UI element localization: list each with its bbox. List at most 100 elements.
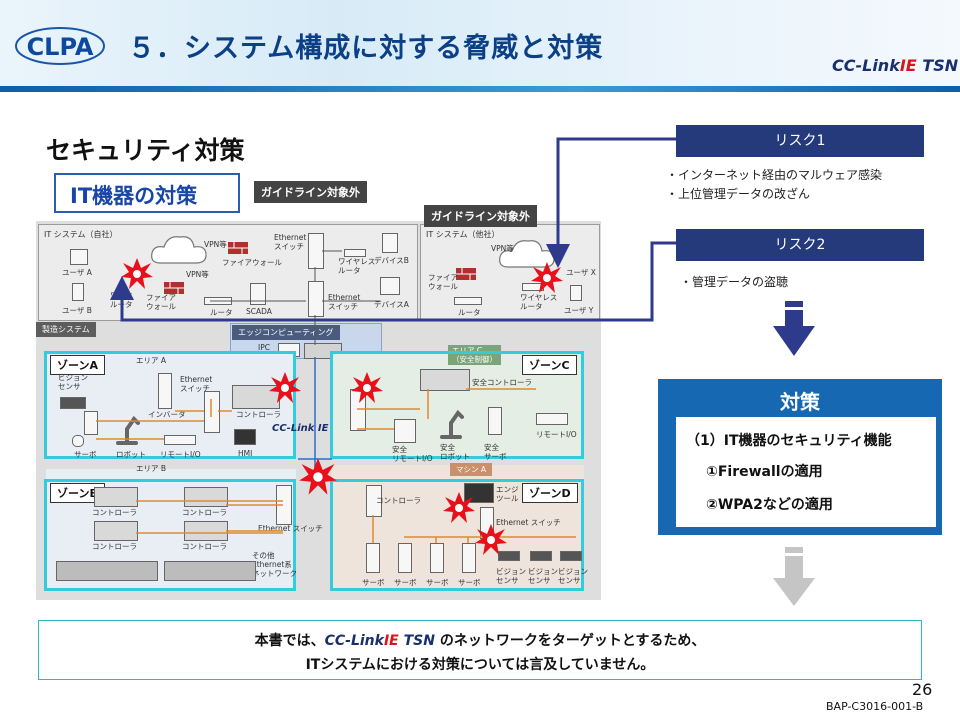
controller-icon — [232, 385, 280, 409]
document-id: BAP-C3016-001-B — [826, 700, 924, 713]
risk-2-item: ・管理データの盗聴 — [680, 275, 789, 289]
safety-remote-io-icon — [394, 419, 416, 443]
remote-io-icon — [536, 413, 568, 425]
zone-d-label: ゾーンD — [522, 483, 578, 503]
servo-icon — [366, 543, 380, 573]
clpa-logo: CLPA — [15, 27, 105, 65]
ethernet-switch-label: Ethernet スイッチ — [496, 518, 561, 527]
remote-io-label: リモートI/O — [536, 430, 577, 439]
inverter-label: インバータ — [148, 410, 186, 419]
inverter-icon — [158, 373, 172, 409]
safety-controller-icon — [420, 369, 470, 391]
diagram-cc-link-logo: CC-Link IE TSN — [272, 423, 355, 434]
risk-2-header: リスク2 — [676, 229, 924, 261]
hmi-label: HMI — [238, 449, 253, 458]
threat-burst-icon — [475, 524, 507, 555]
wireless-router-label: ワイヤレス ルータ — [520, 293, 558, 311]
scope-note-line-1: 本書では、CC-LinkIE TSN のネットワークをターゲットとするため、 — [38, 630, 922, 650]
router-icon — [454, 297, 482, 305]
controller-label: コントローラ — [92, 542, 137, 551]
firewall-label: ファイアウォール — [222, 258, 282, 267]
countermeasure-item: （1）IT機器のセキュリティ機能 — [686, 433, 892, 449]
ethernet-switch-icon — [308, 281, 324, 317]
servo-icon — [398, 543, 412, 573]
zone-c-label: ゾーンC — [522, 355, 577, 375]
servo-label: サーボ — [458, 578, 481, 587]
countermeasure-item: ①Firewallの適用 — [706, 464, 823, 480]
countermeasure-title: 対策 — [780, 390, 820, 414]
device-b-icon — [382, 233, 398, 253]
zone-a — [44, 351, 296, 459]
safety-remote-io-label: 安全 リモートI/O — [392, 445, 433, 463]
note-logo-left: CC-Link — [324, 633, 384, 649]
it-measure-box — [54, 173, 240, 213]
note-suffix: のネットワークをターゲットとするため、 — [434, 633, 706, 649]
threat-burst-icon — [299, 458, 337, 495]
zone-d — [330, 479, 584, 591]
vision-sensor-icon — [560, 551, 582, 561]
hmi-icon — [234, 429, 256, 445]
countermeasure-item: ②WPA2などの適用 — [706, 497, 833, 513]
vpn-label: VPN等 — [204, 240, 227, 249]
user-b-label: ユーザ B — [62, 306, 92, 315]
controller-icon — [94, 487, 138, 507]
vision-sensor-label: ビジョン センサ — [528, 567, 558, 585]
ethernet-switch-label: Ethernet スイッチ — [258, 524, 323, 533]
io-rack-icon — [56, 561, 158, 581]
safety-robot-icon — [440, 409, 464, 439]
cc-link-tsn-logo: CC-LinkIE TSN — [832, 56, 958, 75]
scope-note-box — [38, 620, 922, 680]
vision-sensor-icon — [498, 551, 520, 561]
firewall-label: ファイア ウォール — [428, 273, 458, 291]
vision-sensor-label: ビジョン センサ — [558, 567, 588, 585]
countermeasure-body — [676, 417, 936, 527]
vpn-label: VPN等 — [491, 244, 514, 253]
page-number: 26 — [912, 680, 933, 699]
user-x-label: ユーザ X — [566, 268, 596, 277]
controller-icon — [94, 521, 138, 541]
zone-b-label: ゾーンB — [50, 483, 105, 503]
vision-sensor-icon — [60, 397, 86, 409]
remote-io-icon — [164, 435, 196, 445]
it-system-other-label: IT システム（他社） — [426, 230, 500, 239]
vision-sensor-label: ビジョン センサ — [58, 373, 88, 391]
servo-label: サーボ — [394, 578, 417, 587]
threat-burst-icon — [121, 258, 153, 289]
safety-robot-label: 安全 ロボット — [440, 443, 470, 461]
servo-icon — [430, 543, 444, 573]
section-title: セキュリティ対策 — [46, 136, 245, 165]
user-a-label: ユーザ A — [62, 268, 92, 277]
slide-header — [0, 0, 960, 86]
user-y-terminal-icon — [570, 285, 582, 301]
threat-burst-icon — [351, 372, 383, 403]
ethernet-switch-icon — [204, 391, 220, 433]
it-system-own-label: IT システム（自社） — [44, 230, 118, 239]
servo-icon — [462, 543, 476, 573]
user-y-label: ユーザ Y — [564, 306, 594, 315]
ethernet-switch-label: Ethernet スイッチ — [180, 375, 213, 393]
guideline-excluded-tag: ガイドライン対象外 — [254, 181, 367, 203]
engineering-tool-label: エンジ ツール — [496, 485, 519, 503]
clpa-logo-text: CLPA — [27, 33, 94, 61]
threat-burst-icon — [269, 372, 301, 403]
firewall-icon — [228, 242, 248, 254]
note-prefix: 本書では、 — [254, 633, 325, 649]
user-b-terminal-icon — [72, 283, 84, 301]
slide-title: ５．システム構成に対する脅威と対策 — [128, 33, 604, 64]
threat-burst-icon — [531, 262, 563, 293]
zone-a-label: ゾーンA — [50, 355, 105, 375]
firewall-icon — [164, 282, 184, 294]
risk-1-item: ・インターネット経由のマルウェア感染 — [666, 168, 883, 182]
servo-label: サーボ — [74, 450, 97, 459]
vision-sensor-label: ビジョン センサ — [496, 567, 526, 585]
controller-icon — [184, 487, 228, 507]
vpn-label: VPN等 — [186, 270, 209, 279]
servo-motor-icon — [72, 435, 84, 447]
zone-b — [44, 479, 296, 591]
user-a-terminal-icon — [70, 249, 88, 265]
area-a-label: エリア A — [136, 356, 167, 365]
firewall-label: ファイア ウォール — [146, 293, 176, 311]
other-ethernet-label: その他 Ethernet系 ネットワーク — [252, 551, 297, 578]
ethernet-switch-label: Ethernet スイッチ — [328, 293, 361, 311]
